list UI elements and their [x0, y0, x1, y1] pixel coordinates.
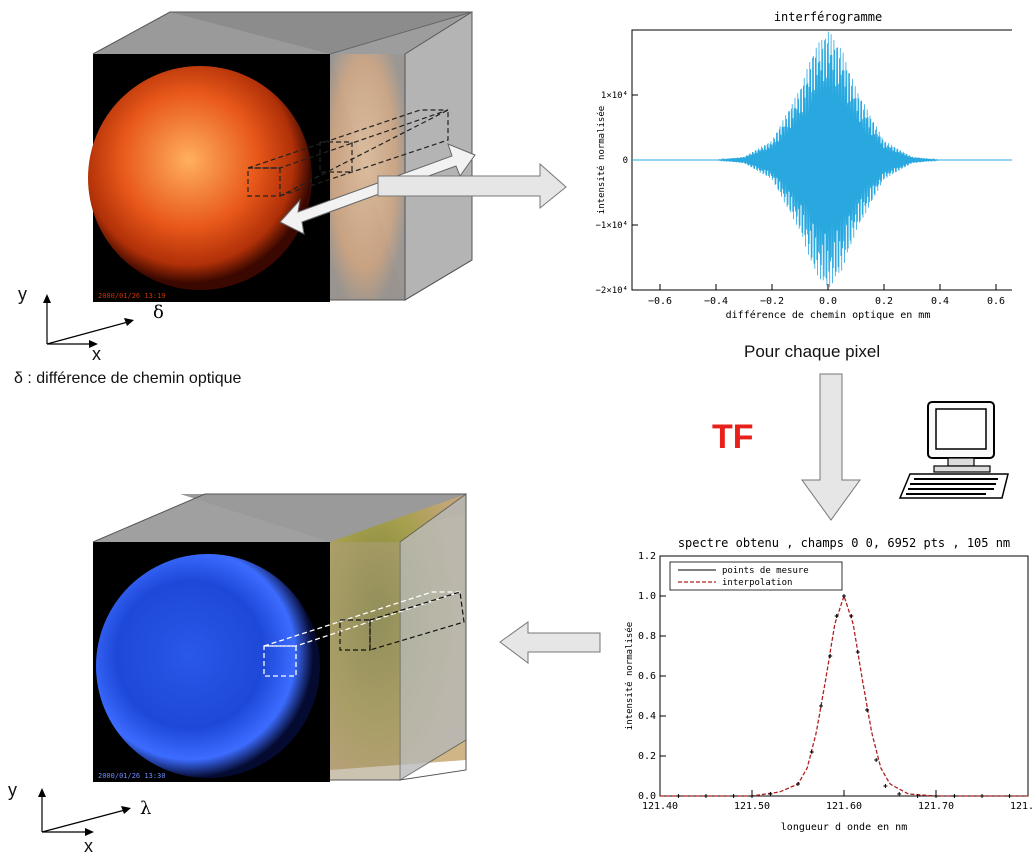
legend-label-interp: interpolation [722, 578, 792, 588]
legend: points de mesure interpolation [669, 561, 843, 591]
y-tick-label: −1×10⁴ [595, 221, 628, 231]
arrow-to-spectral-cube [499, 621, 601, 664]
axis-y-label: y [8, 780, 17, 800]
x-tick-label: 0.2 [875, 296, 893, 307]
y-tick-label: 0.4 [638, 711, 656, 722]
measure-point [809, 750, 814, 754]
x-tick-label: −0.4 [704, 296, 728, 307]
x-tick-label: 121.40 [642, 801, 678, 812]
arrow-down [801, 373, 861, 521]
sun-disk [88, 66, 312, 290]
axis-y-label: y [18, 284, 27, 304]
y-tick-label: 0.0 [638, 791, 656, 802]
y-axis-label: intensité normalisée [624, 622, 635, 730]
measure-point [834, 614, 839, 618]
measure-point [796, 782, 800, 786]
y-tick-label: 1.0 [638, 591, 656, 602]
y-tick-label: 0 [623, 156, 628, 166]
y-tick-label: −2×10⁴ [595, 286, 628, 296]
x-tick-label: −0.2 [760, 296, 784, 307]
measure-point [883, 784, 888, 788]
measure-point [849, 614, 854, 618]
chart-title: spectre obtenu , champs 0 0, 6952 pts , … [678, 536, 1010, 550]
x-tick-label: 121.80 [1010, 801, 1034, 812]
plot-marks: −0.6 −0.4 −0.2 0.0 0.2 0.4 0.6 −2×10⁴ −1×10⁴ 0 1×1… [595, 31, 1012, 307]
bottom-cube: 2000/01/26 13:30 [92, 493, 467, 782]
measure-point [980, 794, 984, 798]
measure-point [952, 794, 957, 798]
y-tick-label: 0.8 [638, 631, 656, 642]
axis-delta-label: δ [153, 302, 164, 323]
x-axis-label: différence de chemin optique en mm [726, 309, 931, 320]
measure-point [842, 594, 846, 598]
plot-marks: 121.40 121.50 121.60 121.70 121.80 0.0 0.2 0.4 0… [638, 551, 1034, 812]
x-tick-label: 0.4 [931, 296, 949, 307]
measure-point [855, 650, 860, 654]
measure-point [731, 794, 736, 798]
measure-point [750, 794, 754, 798]
x-tick-label: −0.6 [648, 296, 672, 307]
axes-bottom [38, 788, 131, 836]
top-cube: 2000/01/26 13:19 [88, 11, 476, 302]
interpolation-series [660, 593, 1028, 797]
sun-disk [96, 554, 320, 778]
plot-frame [659, 555, 1029, 797]
measure-point [676, 794, 681, 798]
y-tick-label: 1×10⁴ [601, 91, 628, 101]
measure-point [874, 758, 879, 762]
step-label: Pour chaque pixel [744, 342, 881, 361]
computer-icon [898, 401, 1009, 499]
x-tick-label: 121.60 [826, 801, 862, 812]
x-tick-label: 121.50 [734, 801, 770, 812]
measure-point [704, 794, 708, 798]
delta-legend: δ : différence de chemin optique [14, 370, 242, 387]
x-tick-label: 0.0 [819, 296, 837, 307]
y-axis-label: intensité normalisée [596, 106, 607, 214]
axis-lambda-label: λ [140, 798, 152, 819]
measure-point [819, 704, 823, 708]
timestamp: 2000/01/26 13:30 [98, 772, 165, 780]
y-tick-label: 0.2 [638, 751, 656, 762]
legend-label-measure: points de mesure [722, 566, 809, 576]
arrow-to-interferogram [377, 162, 567, 210]
axes-top [43, 294, 134, 348]
tf-label: TF [712, 418, 754, 456]
measure-point [897, 792, 902, 796]
measure-point [768, 792, 773, 796]
axis-x-label: x [92, 344, 101, 364]
x-axis-label: longueur d onde en nm [781, 822, 907, 833]
x-tick-label: 121.70 [918, 801, 954, 812]
interferogram-chart: interférogramme −0.6 −0.4 −0.2 0.0 0.2 0.4 0.6… [595, 10, 1012, 320]
measure-point [915, 794, 920, 798]
measure-point [828, 654, 833, 658]
measure-point [934, 794, 938, 798]
spectrum-chart: spectre obtenu , champs 0 0, 6952 pts , … [624, 536, 1034, 833]
y-tick-label: 1.2 [638, 551, 656, 562]
timestamp: 2000/01/26 13:19 [98, 292, 165, 300]
y-tick-label: 0.6 [638, 671, 656, 682]
chart-title: interférogramme [774, 10, 882, 24]
measure-point [865, 708, 869, 712]
axis-x-label: x [84, 836, 93, 856]
x-tick-label: 0.6 [987, 296, 1005, 307]
measure-point [1007, 794, 1012, 798]
